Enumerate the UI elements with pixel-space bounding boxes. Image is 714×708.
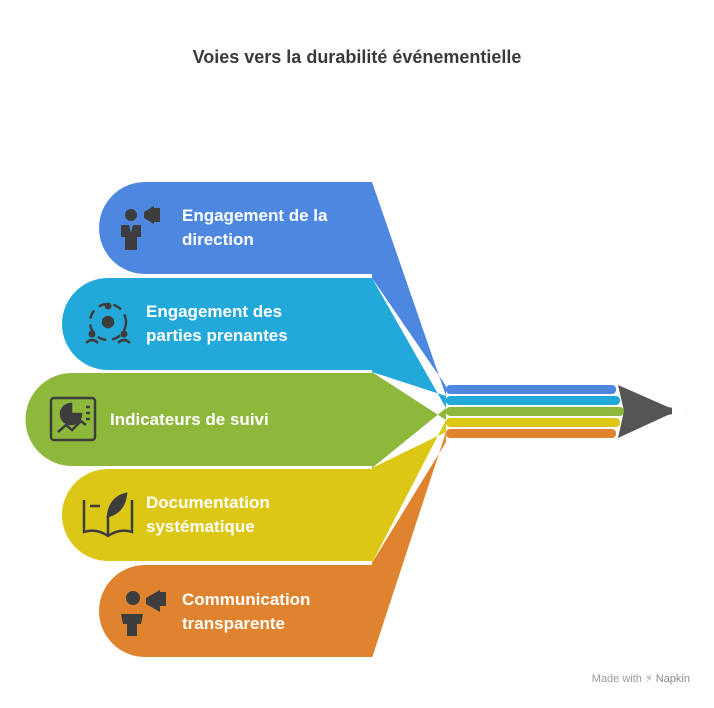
connector-0 [372,182,446,396]
connector-1 [372,278,446,408]
speaker-megaphone-icon [121,590,166,636]
connector-4 [372,432,446,658]
item-bar-2 [25,373,372,466]
napkin-logo-icon: ⚡ [644,673,653,685]
dashboard-chart-icon [49,396,97,442]
item-label-4: Communication transparente [182,590,311,633]
connector-2 [372,372,446,468]
stakeholder-network-icon [85,302,131,344]
connector-3 [372,420,446,563]
item-label-3: Documentation systématique [146,493,270,536]
brand-name: Napkin [655,673,690,685]
footer-attribution: Made with ⚡ Napkin [592,672,690,685]
leader-megaphone-icon [121,206,160,250]
item-bar-3 [62,469,372,561]
item-bar-1 [62,278,372,370]
pencil-tip-icon [446,385,688,438]
made-with-text: Made with [591,673,642,685]
item-bar-4 [99,565,372,657]
item-label-0: Engagement de la direction [182,206,328,249]
page-title: Voies vers la durabilité événementielle [192,47,522,67]
item-bar-0 [99,182,372,274]
item-label-1: Engagement des parties prenantes [146,302,288,345]
book-leaf-icon [82,492,134,538]
item-label-2: Indicateurs de suivi [110,410,269,429]
